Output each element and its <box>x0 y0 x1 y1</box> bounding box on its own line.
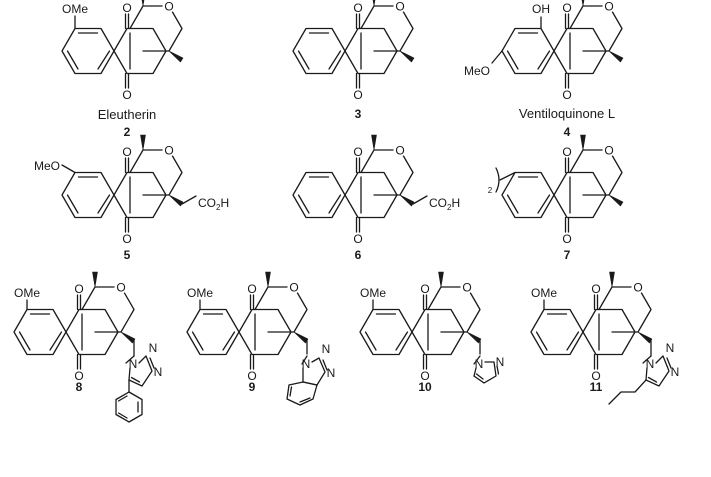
compound-7-number: 7 <box>564 248 571 262</box>
compound-7: O 2 O O 7 <box>488 134 624 262</box>
compound-11-number: 11 <box>590 380 603 394</box>
ring-oxygen-label: O <box>633 281 642 295</box>
ring-oxygen-label: O <box>395 0 404 14</box>
dimer-subscript: 2 <box>488 186 493 195</box>
triazole-n-label: N <box>322 342 331 356</box>
compound-10-number: 10 <box>418 380 432 394</box>
compound-5-structure: O MeO CO2H O O <box>34 134 229 246</box>
propyl-chain <box>608 379 647 405</box>
carbonyl-oxygen-label: O <box>591 369 600 383</box>
compound-10: O OMe N N O O 10 <box>359 271 505 394</box>
triazole-n-label: N <box>327 366 336 380</box>
methoxy-label: OMe <box>531 286 557 300</box>
compound-3: O O O 3 <box>292 0 415 121</box>
compound-11-structure: O OMe N N N O O <box>530 271 680 405</box>
carbonyl-oxygen-label: O <box>353 145 362 159</box>
carbonyl-oxygen-label: O <box>247 369 256 383</box>
compound-6-structure: O CO2H O O <box>292 134 460 246</box>
compound-4-name: Ventiloquinone L <box>519 106 615 121</box>
ring-oxygen-label: O <box>604 0 613 14</box>
carbonyl-oxygen-label: O <box>562 88 571 102</box>
dimer-bracket <box>495 167 500 193</box>
compound-4-structure: O OH MeO O O <box>464 0 624 102</box>
hydroxy-label: OH <box>532 2 550 16</box>
compound-3-structure: O O O <box>292 0 415 102</box>
carbonyl-oxygen-label: O <box>122 145 131 159</box>
carbonyl-oxygen-label: O <box>562 145 571 159</box>
compound-10-structure: O OMe N N O O <box>359 271 505 384</box>
methoxy-label: OMe <box>187 286 213 300</box>
triazole-n-label: N <box>302 357 311 371</box>
compound-2-name: Eleutherin <box>98 107 157 122</box>
ring-oxygen-label: O <box>395 144 404 158</box>
compound-9-number: 9 <box>249 380 256 394</box>
compound-7-structure: O 2 O O <box>488 134 624 246</box>
compound-6: O CO2H O O 6 <box>292 134 460 262</box>
carbonyl-oxygen-label: O <box>353 1 362 15</box>
compound-2-structure: O OMe O O <box>61 0 184 102</box>
triazole-n-label: N <box>666 341 675 355</box>
compound-8-number: 8 <box>76 380 83 394</box>
triazole-n-label: N <box>671 365 680 379</box>
ring-oxygen-label: O <box>164 144 173 158</box>
carbonyl-oxygen-label: O <box>353 232 362 246</box>
carbonyl-oxygen-label: O <box>122 88 131 102</box>
carbonyl-oxygen-label: O <box>562 1 571 15</box>
triazole-n-label: N <box>149 341 158 355</box>
carbonyl-oxygen-label: O <box>562 232 571 246</box>
compound-8-structure: O OMe N N N O O <box>13 271 163 423</box>
methoxy-label: OMe <box>360 286 386 300</box>
methoxy-label: MeO <box>464 64 490 78</box>
carbonyl-oxygen-label: O <box>122 232 131 246</box>
compound-2: O OMe O O Eleutherin 2 <box>61 0 184 139</box>
carbonyl-oxygen-label: O <box>591 282 600 296</box>
compound-4: O OH MeO O O Ventiloquinone L 4 <box>464 0 624 139</box>
compound-11: O OMe N N N O O 11 <box>530 271 680 405</box>
compound-6-number: 6 <box>355 248 362 262</box>
carbonyl-oxygen-label: O <box>122 1 131 15</box>
triazole-n-label: N <box>475 357 484 371</box>
carbonyl-oxygen-label: O <box>74 369 83 383</box>
carbonyl-oxygen-label: O <box>353 88 362 102</box>
compound-3-number: 3 <box>355 107 362 121</box>
methoxy-label: OMe <box>14 286 40 300</box>
carboxylic-acid-label: CO2H <box>198 196 229 212</box>
compound-4-number: 4 <box>564 125 571 139</box>
triazole-n-label: N <box>496 355 505 369</box>
compound-9-structure: O OMe N N N O O <box>186 271 336 406</box>
carboxylic-acid-label: CO2H <box>429 196 460 212</box>
triazole-n-label: N <box>154 365 163 379</box>
compound-2-number: 2 <box>124 125 131 139</box>
ring-oxygen-label: O <box>164 0 173 14</box>
carbonyl-oxygen-label: O <box>74 282 83 296</box>
ring-oxygen-label: O <box>604 144 613 158</box>
ring-oxygen-label: O <box>289 281 298 295</box>
compound-8: O OMe N N N O O 8 <box>13 271 163 423</box>
compound-9: O OMe N N N O O 9 <box>186 271 336 406</box>
compound-5-number: 5 <box>124 248 131 262</box>
carbonyl-oxygen-label: O <box>420 282 429 296</box>
carbonyl-oxygen-label: O <box>420 369 429 383</box>
carbonyl-oxygen-label: O <box>247 282 256 296</box>
ring-oxygen-label: O <box>462 281 471 295</box>
methoxy-label: OMe <box>62 2 88 16</box>
triazole-n-label: N <box>646 357 655 371</box>
methoxy-label: MeO <box>34 159 60 173</box>
triazole-n-label: N <box>129 357 138 371</box>
ring-oxygen-label: O <box>116 281 125 295</box>
compound-5: O MeO CO2H O O 5 <box>34 134 229 262</box>
